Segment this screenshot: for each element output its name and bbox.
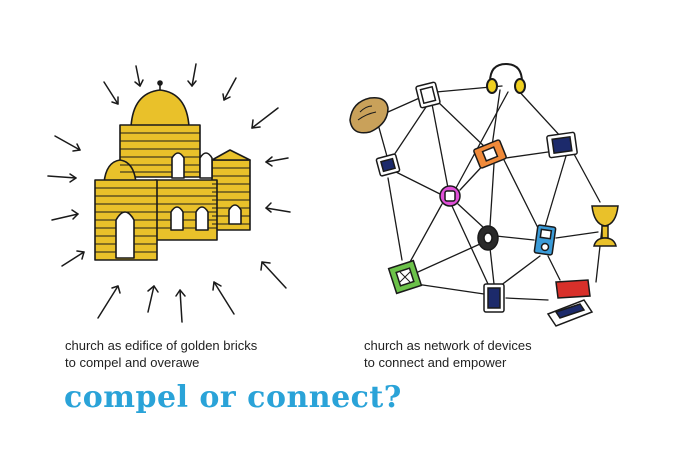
compel-arrow-icon (47, 63, 291, 323)
bread-icon (349, 96, 389, 134)
orange-device-icon (473, 139, 507, 169)
black-wheel-icon (477, 225, 499, 251)
red-laptop-icon (546, 279, 594, 327)
caption-network: church as network of devices to connect … (364, 337, 532, 371)
caption-edifice-line2: to compel and overawe (65, 355, 200, 370)
illustration (47, 62, 619, 327)
caption-edifice: church as edifice of golden bricks to co… (65, 337, 257, 371)
headphones-icon (486, 62, 526, 94)
pink-device-icon (439, 185, 461, 207)
caption-edifice-line1: church as edifice of golden bricks (65, 338, 258, 353)
golden-church-icon (94, 80, 251, 261)
green-device-icon (387, 259, 423, 295)
caption-network-line1: church as network of devices (364, 338, 532, 353)
tablet-icon (415, 81, 441, 109)
phone-icon (483, 283, 505, 313)
chalice-icon (591, 205, 619, 247)
tablet-icon (546, 131, 578, 159)
blue-ipod-icon (533, 224, 557, 256)
caption-network-line2: to connect and empower (364, 355, 507, 370)
headline: compel or connect? (64, 380, 402, 415)
phone-icon (375, 153, 401, 177)
